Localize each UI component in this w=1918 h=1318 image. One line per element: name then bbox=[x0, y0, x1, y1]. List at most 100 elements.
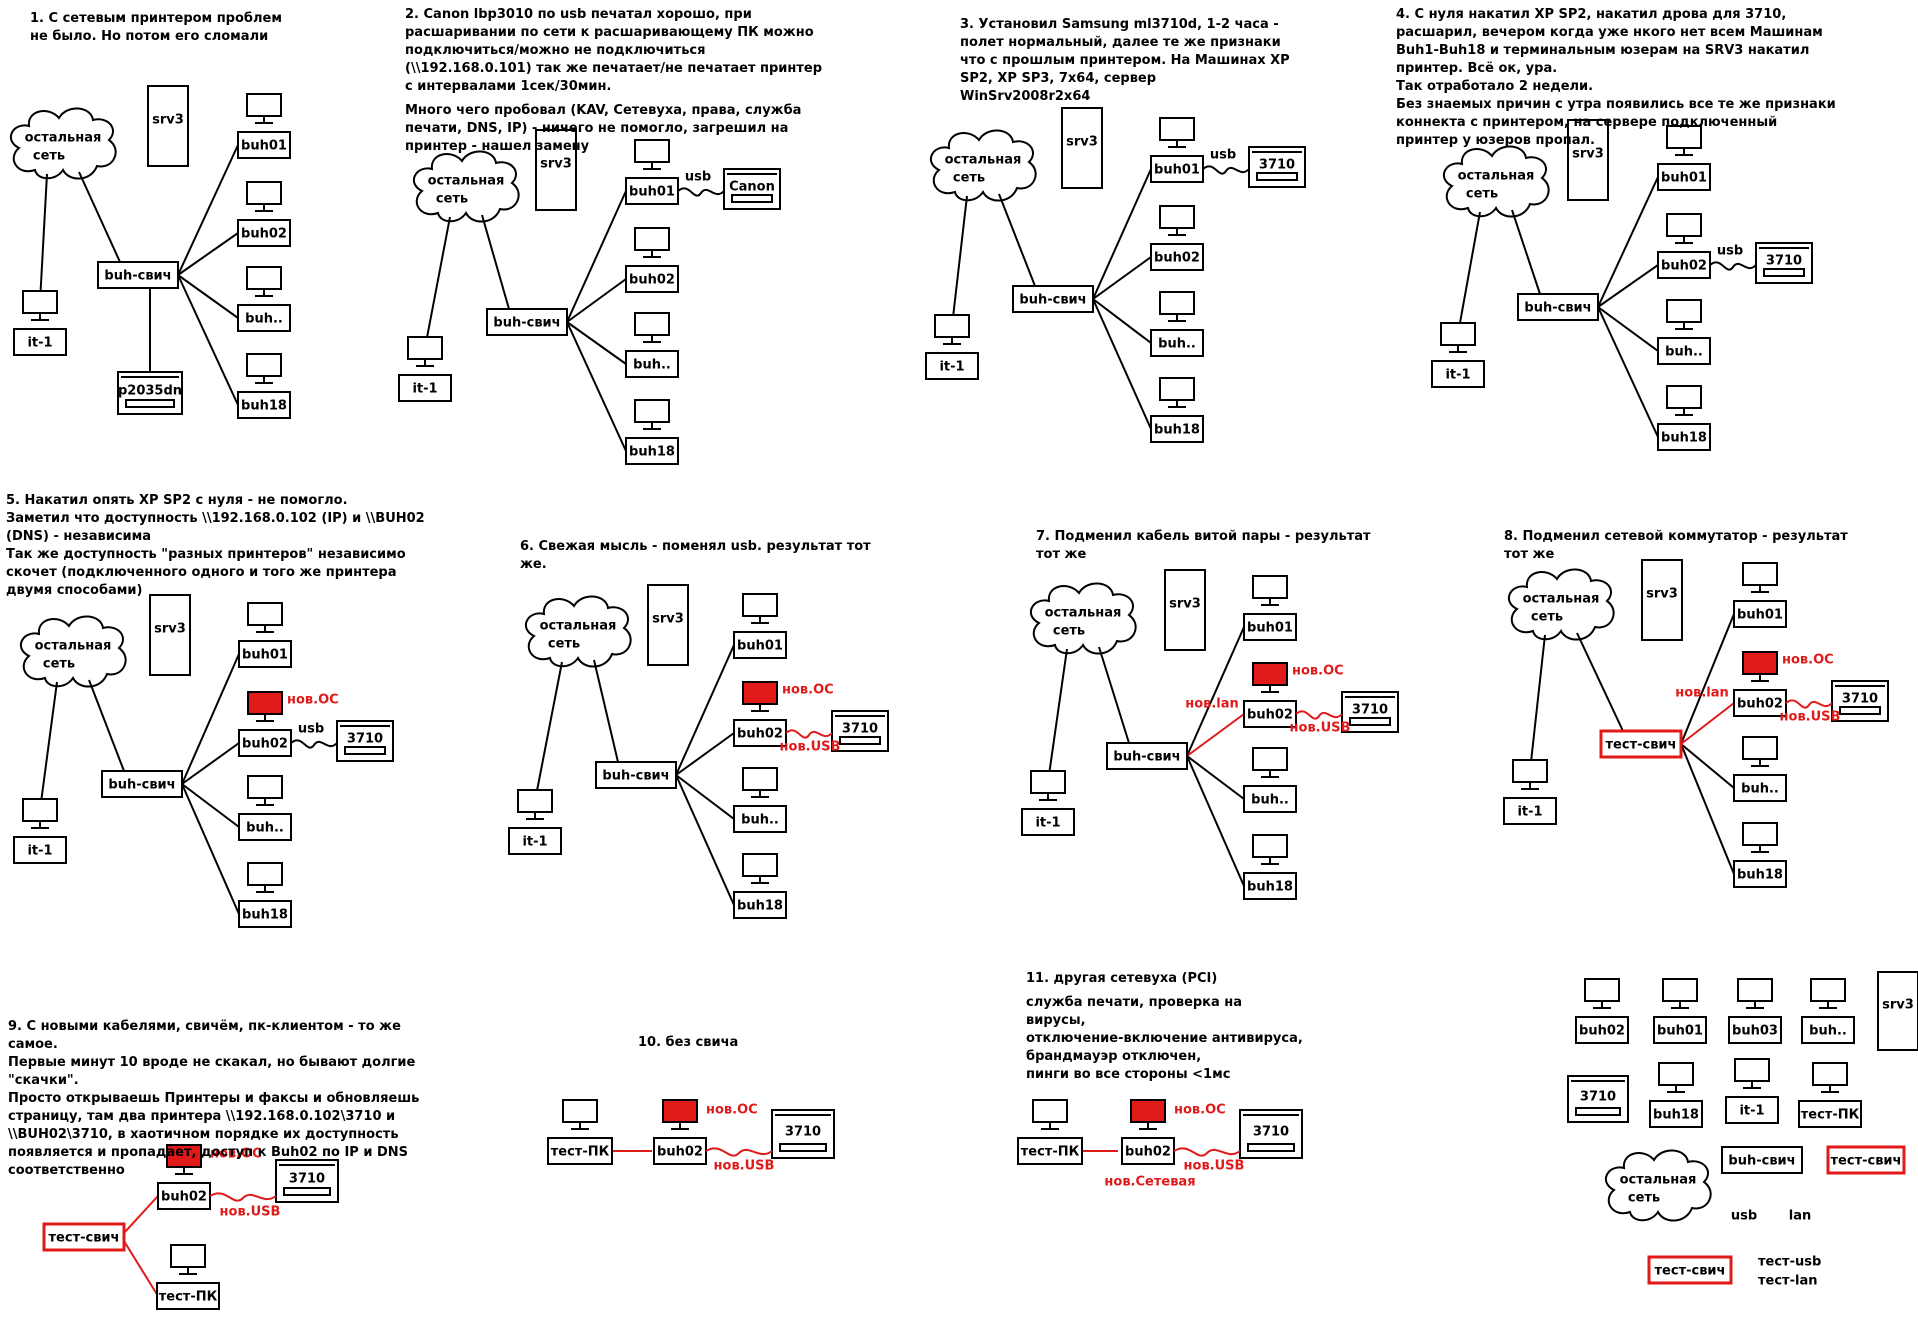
pc-buhxx-tag-label: buh.. bbox=[246, 821, 284, 836]
pc-buh02-tag-label: buh02 bbox=[657, 1145, 703, 1160]
pc-buhxx-tag-label: buh.. bbox=[741, 813, 779, 828]
legend-pc-3: buh.. bbox=[1801, 978, 1855, 1044]
legend-test-switch-2: тест-свич bbox=[1647, 1255, 1733, 1285]
test-switch-label: тест-свич bbox=[49, 1231, 120, 1246]
pc-buh18-monitor-icon-screen bbox=[246, 353, 282, 377]
pc-it-1-monitor-icon bbox=[1030, 770, 1066, 801]
pc-buh01-tag: buh01 bbox=[1657, 163, 1711, 191]
pc-buh01: buh01 bbox=[1657, 125, 1711, 191]
pc-buh18-monitor-icon bbox=[1742, 822, 1778, 853]
link-cloud-to-switch bbox=[998, 193, 1036, 287]
pc-buh02-monitor-icon-screen bbox=[1666, 213, 1702, 237]
link-cloud-to-switch bbox=[1098, 646, 1130, 744]
pc-buh18-tag-box bbox=[1243, 872, 1297, 900]
pc-buhxx: buh.. bbox=[733, 767, 787, 833]
link-switch-to-client bbox=[181, 742, 240, 785]
pc-it-1-tag-box bbox=[13, 836, 67, 864]
pc-test-pc: тест-ПК bbox=[1017, 1099, 1083, 1165]
link-switch-to-client bbox=[177, 144, 239, 276]
panel-7-paragraph: 7. Подменил кабель витой пары - результа… bbox=[1036, 529, 1371, 562]
usb-cable bbox=[290, 739, 338, 749]
pc-buhxx-monitor-icon bbox=[742, 767, 778, 798]
pc-test-pc-tag-box bbox=[156, 1282, 220, 1310]
panel-10-description: 10. без свича bbox=[638, 1034, 838, 1058]
legend-pc-5-tag-label: it-1 bbox=[1739, 1104, 1764, 1119]
usb-cable bbox=[1709, 261, 1757, 271]
pc-buh18-tag-box bbox=[733, 891, 787, 919]
pc-buh02-monitor-icon bbox=[247, 691, 283, 722]
pc-buh02: buh02 bbox=[733, 681, 787, 747]
legend-server-srv3: srv3 bbox=[1877, 971, 1918, 1051]
pc-buhxx-tag-label: buh.. bbox=[1665, 345, 1703, 360]
server-srv3: srv3 bbox=[647, 584, 689, 666]
pc-buh18-tag-box bbox=[1657, 423, 1711, 451]
legend-pc-6-monitor-icon bbox=[1812, 1062, 1848, 1093]
pc-it-1-tag: it-1 bbox=[13, 836, 67, 864]
legend-cloud-label-2: сеть bbox=[1628, 1191, 1660, 1206]
pc-buh02-tag: buh02 bbox=[1657, 251, 1711, 279]
usb-cable-new bbox=[1785, 699, 1833, 709]
pc-buh02-monitor-icon bbox=[1159, 205, 1195, 236]
usb-cable-new bbox=[1173, 1147, 1241, 1157]
pc-test-pc-tag-box bbox=[547, 1137, 613, 1165]
panel-8-description: 8. Подменил сетевой коммутатор - результ… bbox=[1504, 528, 1864, 570]
pc-buh02-monitor-icon bbox=[1742, 651, 1778, 682]
buh-switch-label: buh-свич bbox=[104, 269, 171, 284]
pc-buhxx: buh.. bbox=[237, 266, 291, 332]
legend-test-switch-label: тест-свич bbox=[1831, 1154, 1902, 1169]
new-usb-label: нов.USB bbox=[220, 1205, 281, 1220]
pc-buh02-tag-box bbox=[653, 1137, 707, 1165]
legend-pc-4-tag: buh18 bbox=[1649, 1100, 1703, 1128]
pc-buh18-monitor-icon bbox=[1159, 377, 1195, 408]
panel-6-paragraph: 6. Свежая мысль - поменял usb. результат… bbox=[520, 539, 871, 572]
pc-buh02-tag-label: buh02 bbox=[1154, 251, 1200, 266]
printer-3710: 3710 bbox=[275, 1159, 339, 1203]
panel-8-paragraph: 8. Подменил сетевой коммутатор - результ… bbox=[1504, 529, 1848, 562]
pc-buh01-tag-box bbox=[1657, 163, 1711, 191]
pc-buh02-tag-label: buh02 bbox=[241, 227, 287, 242]
pc-buh18-tag-label: buh18 bbox=[241, 399, 287, 414]
legend-buh-switch-box bbox=[1721, 1146, 1803, 1174]
pc-buh18-tag: buh18 bbox=[237, 391, 291, 419]
pc-buh02: buh02 bbox=[653, 1099, 707, 1165]
pc-buh02-tag-label: buh02 bbox=[737, 727, 783, 742]
panel-1-description: 1. С сетевым принтером проблем не было. … bbox=[30, 10, 300, 52]
usb-cable bbox=[1202, 165, 1250, 175]
printer-3710-tray bbox=[344, 746, 386, 755]
server-srv3-box bbox=[1061, 107, 1103, 189]
pc-buh02-tag: buh02 bbox=[1243, 700, 1297, 728]
cloud-other-network-label-2: сеть bbox=[1053, 624, 1085, 639]
printer-3710-label: 3710 bbox=[785, 1125, 821, 1140]
pc-buh02-monitor-icon bbox=[742, 681, 778, 712]
link-switch-to-client bbox=[566, 190, 627, 323]
pc-it-1-tag-box bbox=[925, 352, 979, 380]
legend-printer-3710-label: 3710 bbox=[1580, 1090, 1616, 1105]
pc-it-1-monitor-icon bbox=[407, 336, 443, 367]
server-srv3-label: srv3 bbox=[154, 622, 186, 637]
printer-3710-tray bbox=[779, 1143, 827, 1152]
pc-buh01-tag-box bbox=[625, 177, 679, 205]
pc-buhxx: buh.. bbox=[625, 312, 679, 378]
legend-test-lan-label: тест-lan bbox=[1758, 1274, 1817, 1289]
usb-label: usb bbox=[685, 170, 711, 185]
legend-pc-3-tag-box bbox=[1801, 1016, 1855, 1044]
pc-it-1-monitor-icon-screen bbox=[1512, 759, 1548, 783]
cloud-other-network-label-2: сеть bbox=[436, 192, 468, 207]
legend-pc-4-monitor-icon bbox=[1658, 1062, 1694, 1093]
pc-buh01: buh01 bbox=[237, 93, 291, 159]
server-srv3-label: srv3 bbox=[540, 157, 572, 172]
pc-buh18-tag-box bbox=[1733, 860, 1787, 888]
pc-buh01-tag-label: buh01 bbox=[241, 139, 287, 154]
pc-buh01-tag-box bbox=[238, 640, 292, 668]
pc-it-1-tag: it-1 bbox=[1021, 808, 1075, 836]
pc-buh18: buh18 bbox=[625, 399, 679, 465]
pc-buh01-monitor-icon bbox=[1742, 562, 1778, 593]
buh-switch-box bbox=[486, 308, 568, 336]
pc-buh01: buh01 bbox=[1733, 562, 1787, 628]
legend-pc-2-tag-label: buh03 bbox=[1732, 1024, 1778, 1039]
pc-buh01-monitor-icon bbox=[1252, 575, 1288, 606]
link-switch-to-client bbox=[1680, 613, 1735, 745]
pc-buh01: buh01 bbox=[733, 593, 787, 659]
legend-pc-0-monitor-icon bbox=[1584, 978, 1620, 1009]
